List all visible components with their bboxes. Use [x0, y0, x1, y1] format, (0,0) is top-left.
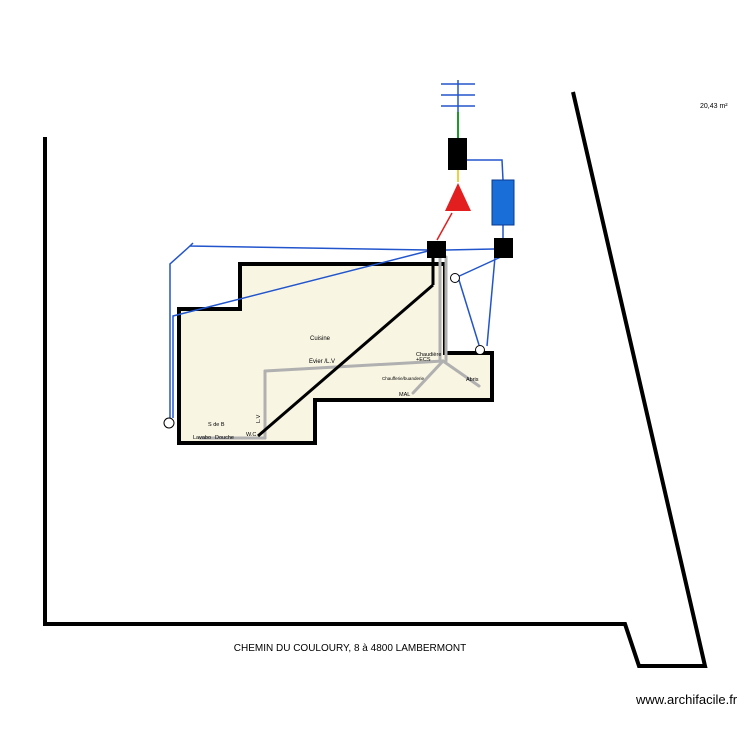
label-cuisine: Cuisine [310, 336, 331, 342]
label-ecs: +ECS [416, 357, 431, 363]
water-pipes [169, 159, 504, 420]
label-chaudiere: Chaudière [416, 352, 441, 358]
junction-box-left [427, 241, 446, 258]
blue-tank [491, 179, 515, 226]
antenna-icon [441, 80, 475, 112]
area-label: 20,43 m² [700, 103, 728, 110]
meter-box [448, 138, 467, 170]
label-chaufferie: Chaufferie/buanderie [382, 376, 424, 381]
label-douche: Douche [215, 435, 234, 441]
brand-watermark: www.archifacile.fr [636, 692, 738, 707]
junction-box-right [494, 238, 513, 258]
label-lavabo: Lavabo [193, 435, 211, 441]
address-label: CHEMIN DU COULOURY, 8 à 4800 LAMBERMONT [233, 643, 467, 654]
label-wc: W.C [246, 432, 256, 438]
valve-circle [163, 417, 175, 429]
valve-circle [475, 345, 485, 355]
label-evier: Evier /L.V [309, 359, 335, 365]
label-mal: MAL [399, 392, 410, 398]
red-triangle-icon [445, 183, 471, 211]
label-lv: L.V [256, 414, 262, 423]
label-abris: Abris [466, 377, 479, 383]
black-pipe-diagonal [257, 283, 434, 438]
label-sdeb: S de B [208, 422, 225, 428]
plot-boundary [43, 91, 708, 668]
drain-pipes [198, 255, 481, 440]
valve-circle [450, 273, 460, 283]
red-pipe [436, 212, 453, 241]
